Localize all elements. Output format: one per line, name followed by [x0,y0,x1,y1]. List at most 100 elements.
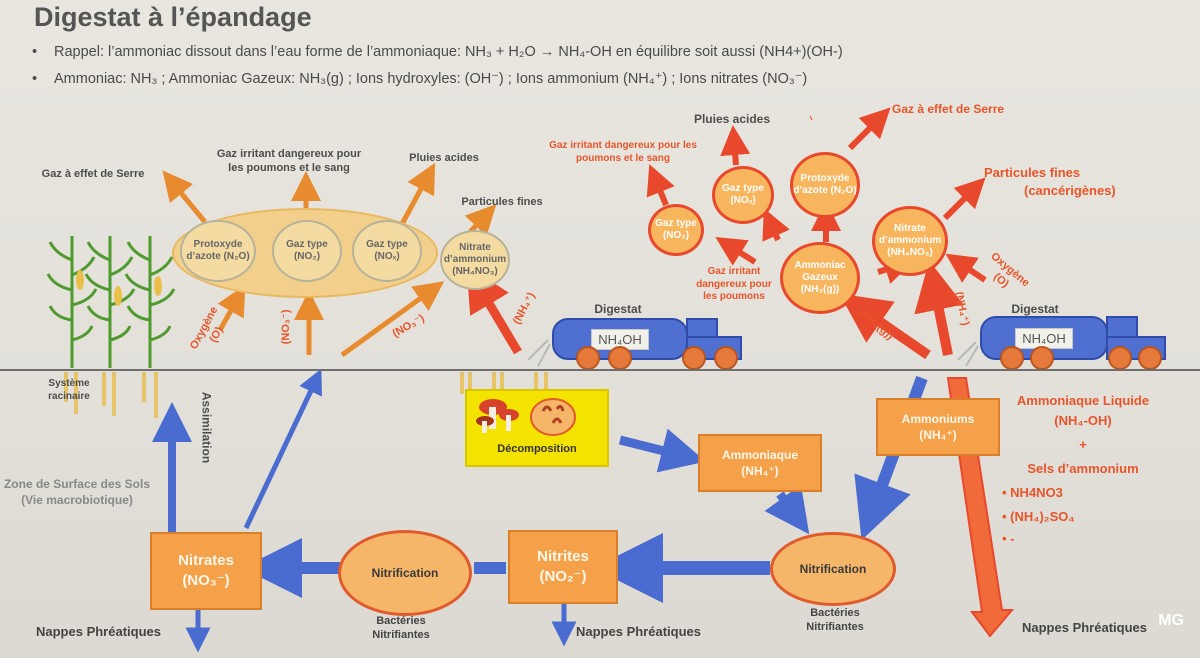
page-title: Digestat à l’épandage [34,2,312,32]
arrow-r-to-gaz-irritant [646,164,675,207]
arrow-r-gaz-to-no2 [715,237,757,266]
right-ammoniac-gazeux-node: Ammoniac Gazeux (NH₃(g)) [780,242,860,314]
arrow-r-to-particules [942,177,986,221]
right-truck-wheel-4 [1138,346,1162,370]
plus-sign: + [1079,437,1087,452]
arrow-to-pluies-left [399,162,436,226]
right-gaz-irritant-bottom-label: Gaz irritant dangereux pour les poumons [696,266,772,302]
ground-line [0,369,1200,371]
ammoniaque-liquide-label: Ammoniaque Liquide [1016,393,1150,408]
ammoniaque-liquide-sub: (NH₄-OH) [1054,413,1112,428]
left-gaz-serre-label: Gaz à effet de Serre [41,168,145,180]
bullet-1: •Rappel: l’ammoniac dissout dans l’eau f… [32,44,843,60]
right-nitrate-node: Nitrate d’ammonium (NH₄NO₃) [872,206,948,276]
decomposition-box: Décomposition [465,389,609,467]
right-protoxyde-node: Protoxyde d’azote (N₂O) [790,152,860,218]
ammoniums-box: Ammoniums (NH₄⁺) [876,398,1000,456]
arrow-r-nh3g [839,293,931,360]
right-no2-node: Gaz type (NO₂) [648,204,704,256]
ammoniaque-sub: (NH₄⁺) [741,464,779,478]
arrow-no3-diag [340,281,445,358]
decomposition-label: Décomposition [497,443,577,455]
left-nox-node: Gaz type (NOₓ) [352,220,422,282]
sel-3-text: - [1010,531,1015,546]
nitrates-sub: (NO₃⁻) [182,572,230,589]
nitrites-sub: (NO₂⁻) [539,568,587,585]
watermark: MG [1158,612,1184,629]
nitrification-right-node: Nitrification [770,532,896,606]
left-truck-wheel-2 [608,346,632,370]
left-truck-wheel-4 [714,346,738,370]
nappes-label-3: Nappes Phréatiques [1022,620,1147,635]
bullet-1-text: Rappel: l’ammoniac dissout dans l’eau fo… [54,44,843,60]
left-nitrate-text: Nitrate d’ammonium (NH₄NO₃) [443,242,507,277]
left-no2-text: Gaz type (NO₂) [286,239,328,262]
left-nox-text: Gaz type (NOₓ) [366,239,408,262]
right-particules-label: Particules fines [984,165,1081,180]
sel-2-text: (NH₄)₂SO₄ [1010,509,1075,524]
arrow-nh4-left [466,265,522,355]
arrow-oxygene-left [217,284,246,332]
nitrites-box: Nitrites (NO₂⁻) [508,530,618,604]
right-nitrate-text: Nitrate d’ammonium (NH₄NO₃) [878,223,942,258]
arrow-r-nh4 [914,260,964,356]
arrow-to-particules-left [464,204,497,237]
bacteries-left-label: Bactéries Nitrifiantes [372,615,430,642]
left-nitrate-node: Nitrate d’ammonium (NH₄NO₃) [440,230,510,290]
left-particules-label: Particules fines [461,196,543,208]
right-truck-wheel-3 [1108,346,1132,370]
bullet-2-text: Ammoniac: NH₃ ; Ammoniac Gazeux: NH₃(g) … [54,71,808,87]
corn-cobs-icon [76,270,162,306]
left-protoxyde-node: Protoxyde d’azote (N₂O) [180,220,256,282]
right-pluies-label: Pluies acides [693,112,771,126]
nitrates-label: Nitrates [178,551,234,569]
left-pluies-label: Pluies acides [409,152,479,164]
right-protoxyde-text: Protoxyde d’azote (N₂O) [793,173,857,196]
systeme-racinaire-label: Système racinaire [48,378,90,402]
right-nox-node: Gaz type (NOₓ) [712,166,774,224]
corn-plants-icon [46,236,176,368]
nitrification-left-label: Nitrification [371,566,439,580]
sel-2-item: • (NH₄)₂SO₄ [1002,509,1075,524]
right-truck-wheel-1 [1000,346,1024,370]
ammoniaque-box: Ammoniaque (NH₄⁺) [698,434,822,492]
arrow-r-to-gaz-serre [847,107,891,151]
right-gaz-serre-label: Gaz à effet de Serre [892,102,1005,116]
left-no2-node: Gaz type (NO₂) [272,220,342,282]
right-cancerigenes-label: (cancérigènes) [1024,183,1116,198]
arrow-ammoniaque-to-nitrif [764,484,810,535]
sel-3-item: • - [1002,531,1015,546]
arrow-r-to-pluies [720,125,751,166]
ammoniaque-label: Ammoniaque [721,447,798,462]
bullet-2: •Ammoniac: NH₃ ; Ammoniac Gazeux: NH₃(g)… [32,71,808,87]
arrow-r-gaz-to-nox [762,208,790,242]
right-truck-wheel-2 [1030,346,1054,370]
right-nox-text: Gaz type (NOₓ) [722,183,764,206]
left-protoxyde-text: Protoxyde d’azote (N₂O) [186,239,250,262]
arrow-decomp-to-ammoniaque [618,428,706,473]
sel-1-text: NH4NO3 [1010,485,1063,500]
bacteries-right-label: Bactéries Nitrifiantes [806,607,864,634]
nitrites-label: Nitrites [537,547,589,565]
nappes-label-1: Nappes Phréatiques [36,624,161,639]
arrow-nitrates-up [243,368,322,530]
zone-surface-label: Zone de Surface des Sols (Vie macrobioti… [3,477,151,508]
left-gaz-irritant-label: Gaz irritant dangereux pour les poumons … [216,148,362,174]
nitrification-right-label: Nitrification [799,562,867,576]
nitrates-box: Nitrates (NO₃⁻) [150,532,262,610]
nitrification-left-node: Nitrification [338,530,472,616]
right-ammoniac-gazeux-text: Ammoniac Gazeux (NH₃(g)) [794,260,846,295]
right-gaz-irritant-top-label: Gaz irritant dangereux pour les poumons … [549,140,697,164]
left-no3-label-a: (NO₃⁻) [280,309,293,345]
right-digestat-label: Digestat [1011,302,1059,316]
sel-1-item: • NH4NO3 [1002,485,1063,500]
arrow-to-gaz-serre-left [162,170,207,224]
right-no2-text: Gaz type (NO₂) [655,218,697,241]
left-tank-label: NH₄OH [591,328,649,350]
sels-ammonium-label: Sels d’ammonium [1027,461,1139,476]
roots-icon [64,372,548,418]
left-truck-wheel-3 [682,346,706,370]
left-digestat-label: Digestat [594,302,642,316]
mushroom-bacteria-icon [476,398,576,436]
